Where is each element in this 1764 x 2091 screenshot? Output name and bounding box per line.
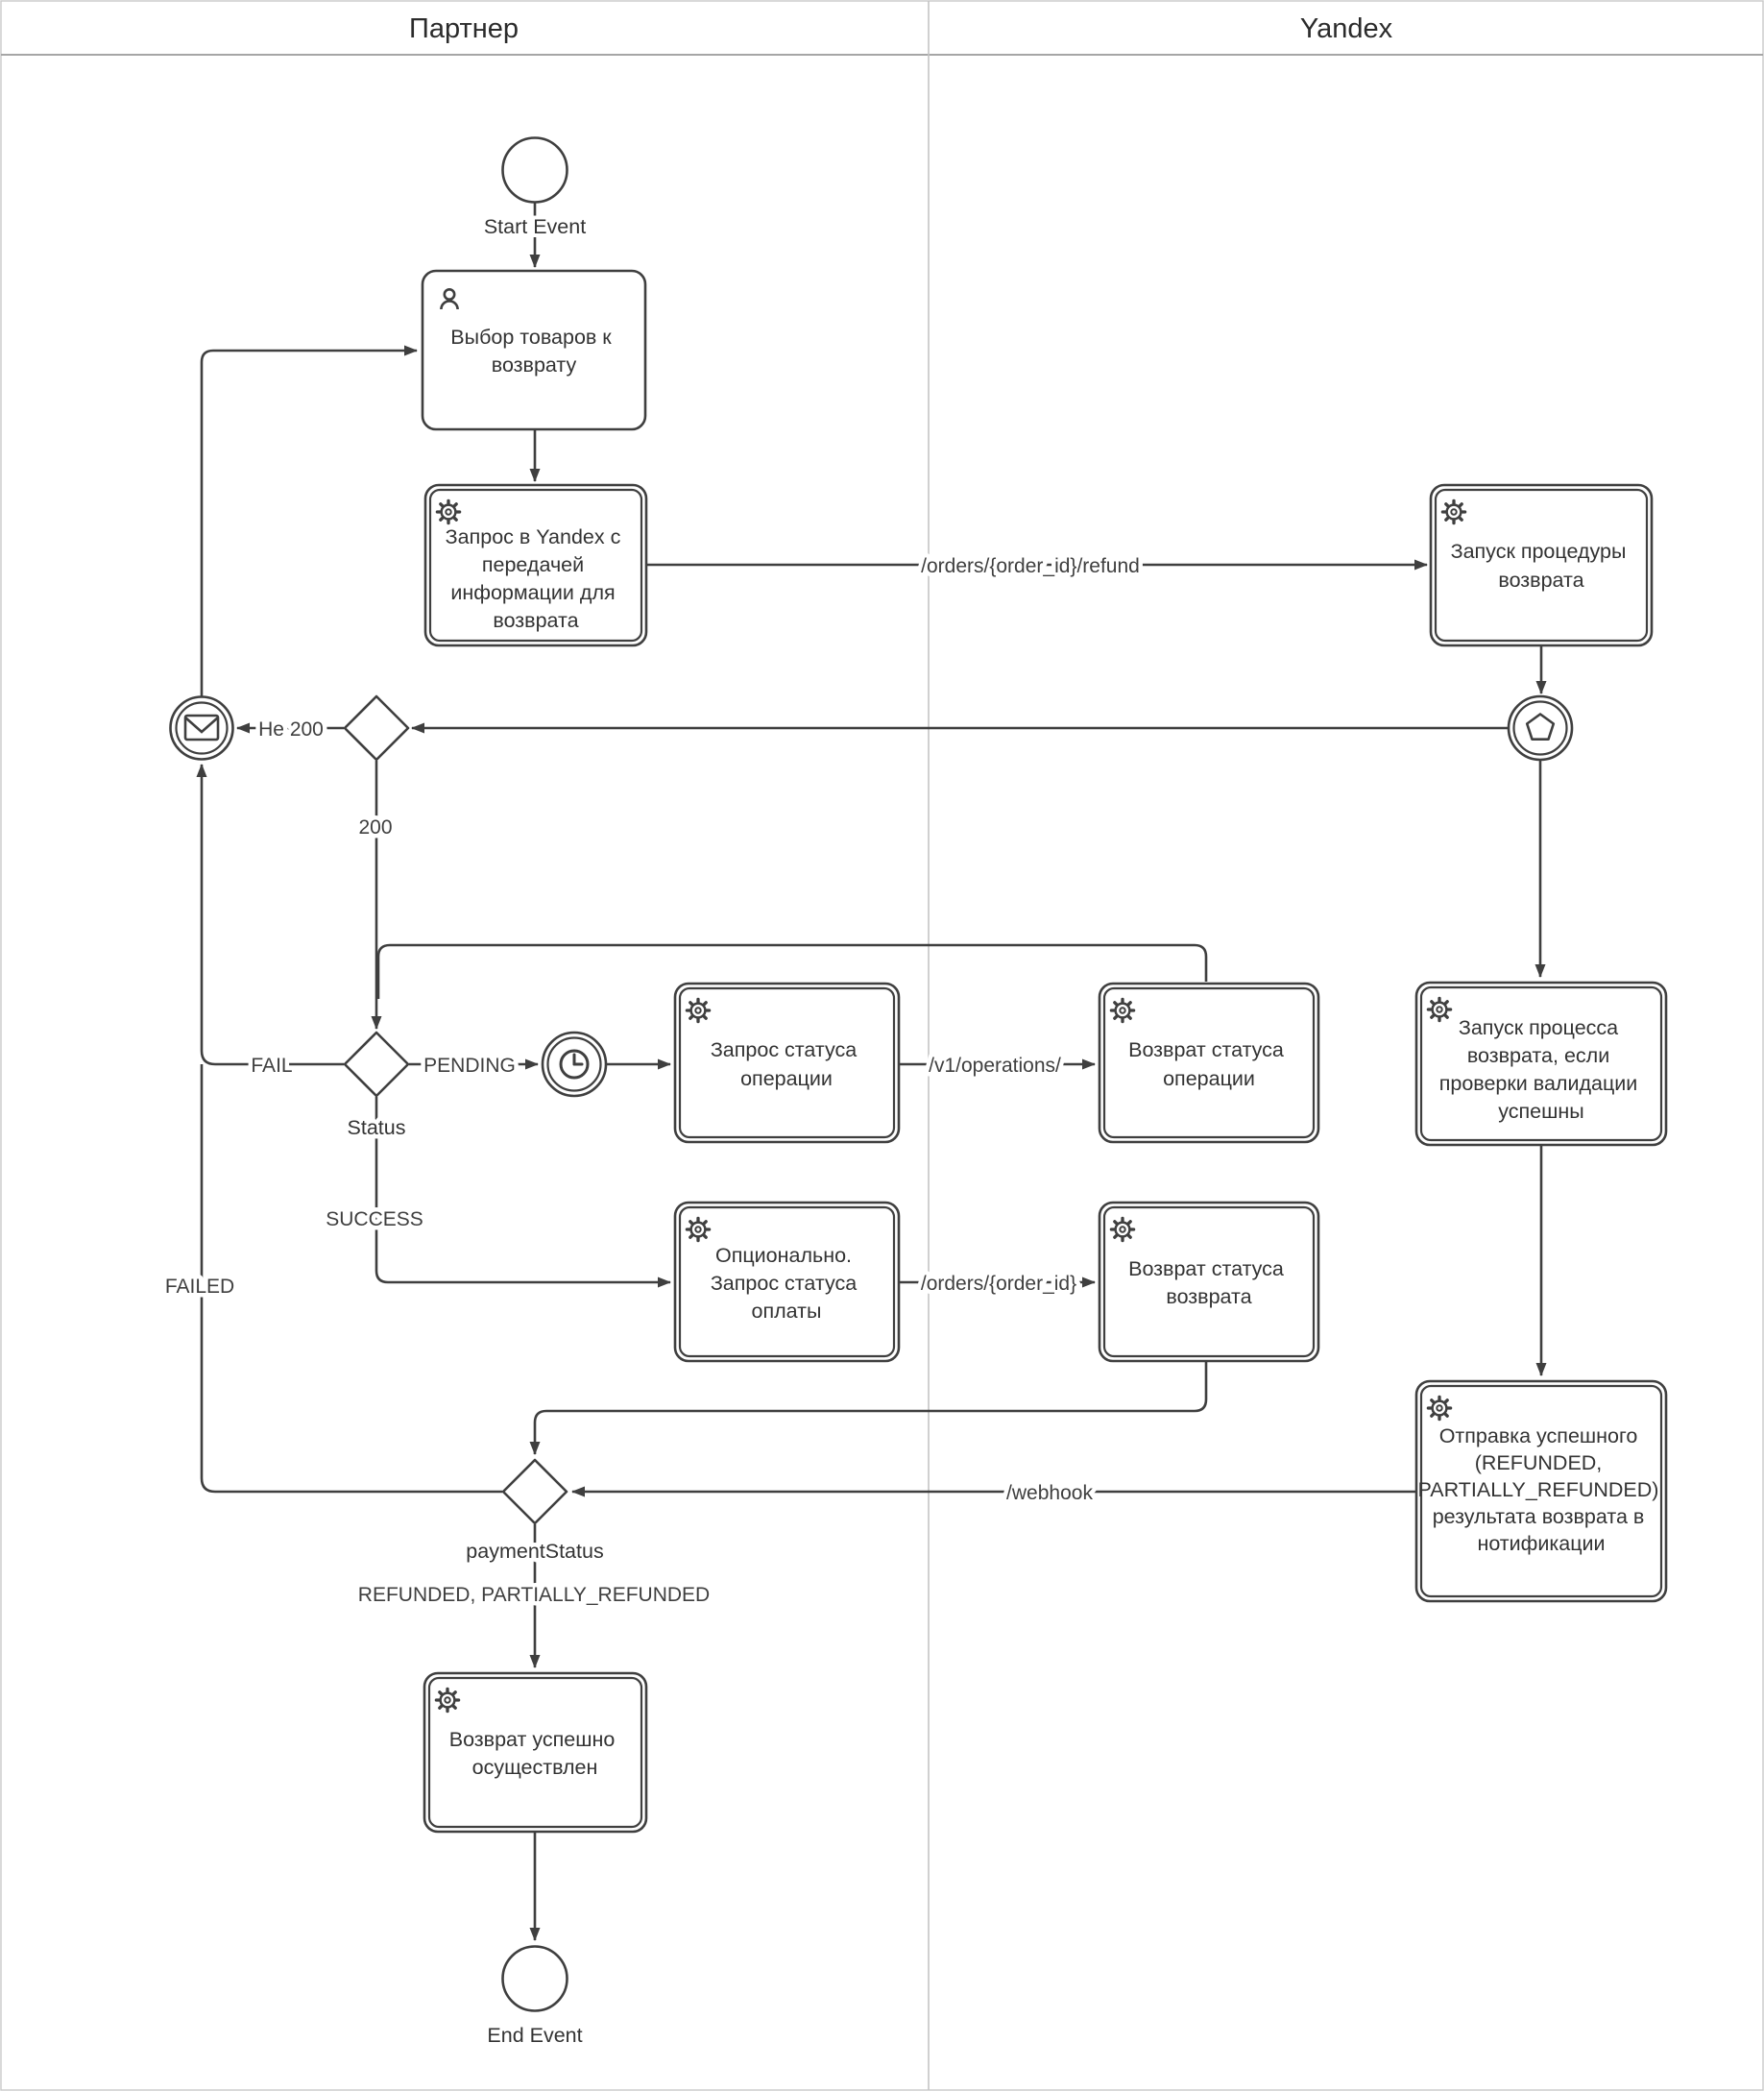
gateway-status[interactable]: Status [343,1031,410,1144]
task-text-line: Возврат успешно [449,1728,616,1751]
task-text-line: Выбор товаров к [450,326,612,349]
edge-success-to-optional [375,1097,671,1288]
message-intermediate-event[interactable] [169,695,234,761]
task-text-line: возврата [1166,1285,1251,1308]
gear-icon [1426,996,1453,1023]
task-send-success-result[interactable]: Отправка успешного (REFUNDED, PARTIALLY_… [1414,1379,1668,1603]
edge-label-not-200: Не 200 [258,718,324,741]
task-optional-payment-status[interactable]: Опционально. Запрос статуса оплаты [673,1201,901,1363]
task-text-line: Возврат статуса [1128,1038,1284,1061]
edge-label-refund-endpoint: /orders/{order_id}/refund [921,555,1140,577]
task-text-line: возврату [492,353,577,377]
gear-icon [1426,1395,1453,1422]
gear-icon [685,1216,712,1243]
edge-label-200: 200 [358,816,392,839]
clock-icon [559,1049,590,1080]
task-text-line: PARTIALLY_REFUNDED) [1418,1478,1659,1501]
edge-fail-to-message [196,764,344,1066]
task-text-line: осуществлен [472,1756,598,1779]
edge-message-to-select [200,345,418,696]
svg-text:Опционально. Запрос стат: Опционально. Запрос статуса оплаты [711,1244,862,1323]
start-event[interactable]: Start Event [480,136,590,242]
edge-label-failed: FAILED [165,1276,234,1298]
svg-text:Отправка успешного (REFU: Отправка успешного (REFUNDED, PARTIALLY_… [1418,1424,1665,1555]
task-text-line: Опционально. [715,1244,852,1267]
sequence-flows [196,203,1547,1941]
svg-text:Запуск процесса возврата: Запуск процесса возврата, если проверки … [1439,1016,1644,1123]
task-text-line: нотификации [1477,1532,1605,1555]
task-text-line: (REFUNDED, [1475,1451,1603,1474]
task-text-line: возврата, если [1467,1044,1609,1067]
task-text-line: возврата [493,609,578,632]
task-text-line: передачей [482,553,584,576]
gear-icon [1109,1216,1136,1243]
svg-text:Возврат статуса возврата: Возврат статуса возврата [1128,1257,1290,1308]
task-text-line: успешны [1498,1100,1583,1123]
start-event-label: Start Event [484,215,586,238]
pentagon-icon [1525,713,1556,742]
gear-icon [435,498,462,525]
svg-text:Выбор товаров к возврату: Выбор товаров к возврату [450,326,616,377]
task-start-refund-process[interactable]: Запуск процесса возврата, если проверки … [1414,981,1668,1147]
task-start-refund-procedure[interactable]: Запуск процедуры возврата [1429,483,1654,647]
task-refund-completed[interactable]: Возврат успешно осуществлен [423,1671,648,1834]
task-text-line: Запрос статуса [711,1038,857,1061]
lane-title-partner: Партнер [409,13,519,44]
end-event[interactable]: End Event [487,1945,583,2048]
edge-failed-merge [200,1064,502,1494]
task-return-refund-status[interactable]: Возврат статуса возврата [1098,1201,1320,1363]
envelope-icon [183,714,220,742]
edge-label-webhook: /webhook [1006,1482,1093,1504]
edge-label-order-endpoint: /orders/{order_id} [921,1273,1076,1295]
gateway-payment-status-label: paymentStatus [466,1540,603,1563]
gateway-payment-status[interactable]: paymentStatus [462,1458,608,1568]
gateway-status-label: Status [348,1116,406,1139]
edge-poll-loop-return [376,943,1208,999]
lane-title-yandex: Yandex [1300,13,1393,44]
task-text-line: Возврат статуса [1128,1257,1284,1280]
timer-intermediate-event[interactable] [541,1031,608,1098]
task-text-line: информации для [450,581,615,604]
edge-return-refund-to-payment-gateway [529,1362,1208,1455]
gear-icon [1440,498,1467,525]
task-text-line: результата возврата в [1433,1505,1645,1528]
edge-label-pending: PENDING [423,1055,516,1077]
task-request-refund[interactable]: Запрос в Yandex с передачей информации д… [423,483,648,647]
task-select-goods[interactable]: Выбор товаров к возврату [421,269,647,431]
gear-icon [434,1687,461,1714]
task-text-line: Запуск процесса [1459,1016,1618,1039]
end-event-label: End Event [487,2024,582,2047]
edge-label-operations-endpoint: /v1/operations/ [929,1055,1061,1077]
gear-icon [1109,997,1136,1024]
task-text-line: возврата [1498,569,1583,592]
task-text-line: оплаты [752,1300,822,1323]
gear-icon [685,997,712,1024]
svg-text:Возврат успешно осуществ: Возврат успешно осуществлен [449,1728,621,1779]
task-poll-operation-status[interactable]: Запрос статуса операции [673,982,901,1144]
gateway-http-code[interactable] [343,694,410,762]
edge-label-refunded-condition: REFUNDED, PARTIALLY_REFUNDED [358,1584,710,1606]
task-text-line: Запуск процедуры [1451,540,1627,563]
svg-text:Запрос статуса операции: Запрос статуса операции [711,1038,862,1090]
task-text-line: Отправка успешного [1439,1424,1638,1447]
edge-label-success: SUCCESS [326,1208,423,1230]
task-text-line: операции [740,1067,833,1090]
task-text-line: проверки валидации [1439,1072,1638,1095]
svg-text:Запрос в Yandex с переда: Запрос в Yandex с передачей информации д… [446,525,627,632]
svg-text:Запуск процедуры возврат: Запуск процедуры возврата [1451,540,1632,592]
edge-label-fail: FAIL [251,1055,292,1077]
task-text-line: Запрос статуса [711,1272,857,1295]
task-text-line: операции [1163,1067,1255,1090]
edge-labels: /orders/{order_id}/refund Не 200 200 FAI… [160,551,1144,1611]
task-text-line: Запрос в Yandex с [446,525,621,548]
svg-text:Возврат статуса операции: Возврат статуса операции [1128,1038,1290,1090]
task-return-operation-status[interactable]: Возврат статуса операции [1098,982,1320,1144]
link-intermediate-event[interactable] [1507,694,1574,762]
